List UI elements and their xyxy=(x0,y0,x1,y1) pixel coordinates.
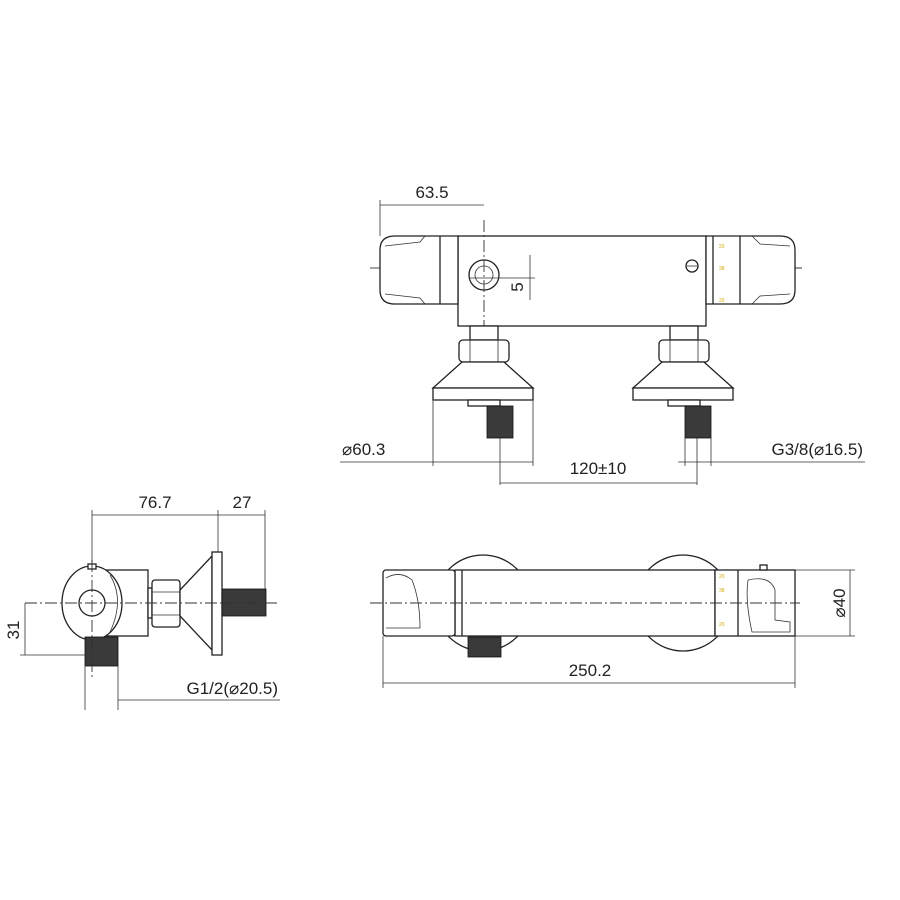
side-view: 76.7 27 31 G1/2(⌀20.5) xyxy=(4,493,280,710)
dim-top-width: 63.5 xyxy=(415,183,448,202)
dim-inlet-spacing: 120±10 xyxy=(570,459,627,478)
top-body xyxy=(457,235,707,327)
dim-flange-diameter: ⌀60.3 xyxy=(342,440,385,459)
dim-inlet-thread: G3/8(⌀16.5) xyxy=(772,440,864,459)
dim-side-height: 31 xyxy=(4,621,23,640)
scale-mark: 20 xyxy=(719,622,725,628)
left-cap xyxy=(379,235,459,305)
scale-mark: 20 xyxy=(719,244,725,250)
dim-top-offset: 5 xyxy=(508,282,527,291)
dim-side-thread-length: 27 xyxy=(233,493,252,512)
scale-mark: 20 xyxy=(719,298,725,304)
dim-side-depth: 76.7 xyxy=(138,493,171,512)
scale-mark: 20 xyxy=(719,574,725,580)
scale-mark: 38 xyxy=(719,588,725,594)
inlet-leg-right xyxy=(631,325,735,485)
front-view: 20 38 20 ⌀40 250.2 xyxy=(370,554,855,688)
scale-mark: 38 xyxy=(719,266,725,272)
dim-body-diameter: ⌀40 xyxy=(830,588,849,617)
right-cap xyxy=(705,235,796,305)
dim-outlet-thread: G1/2(⌀20.5) xyxy=(187,679,279,698)
top-view: 20 38 20 xyxy=(340,183,865,485)
dim-overall-length: 250.2 xyxy=(569,661,612,680)
inlet-leg-left xyxy=(431,325,535,485)
